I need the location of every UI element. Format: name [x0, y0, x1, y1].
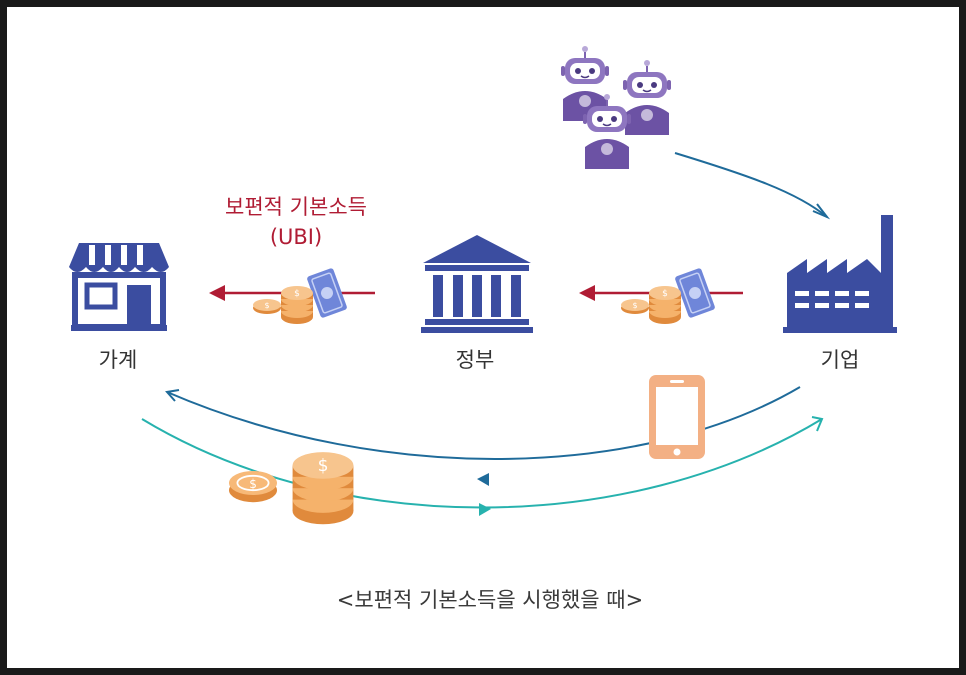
- government-building-icon: [421, 235, 533, 333]
- smartphone-icon: [649, 375, 705, 459]
- robots-icon: [560, 45, 672, 170]
- ubi-label-line1: 보편적 기본소득: [225, 195, 367, 219]
- diagram-canvas: $ $: [7, 7, 959, 668]
- government-label: 정부: [455, 348, 495, 372]
- factory-icon: [783, 215, 897, 333]
- diagram-graphics: $ $: [69, 45, 897, 525]
- ubi-money-icon: [253, 266, 349, 324]
- ubi-label-line2: (UBI): [269, 225, 323, 249]
- robot-to-company-arrow: [674, 152, 828, 218]
- goods-flow-arrow: [166, 386, 801, 460]
- tax-money-icon: [621, 266, 717, 324]
- shop-icon: [69, 243, 169, 331]
- coins-icon: $: [229, 452, 354, 525]
- svg-text:$: $: [249, 477, 257, 491]
- household-label: 가계: [98, 348, 138, 372]
- company-label: 기업: [820, 348, 860, 372]
- ubi-label: 보편적 기본소득 (UBI): [225, 192, 367, 252]
- diagram-caption: <보편적 기본소득을 시행했을 때>: [336, 588, 644, 612]
